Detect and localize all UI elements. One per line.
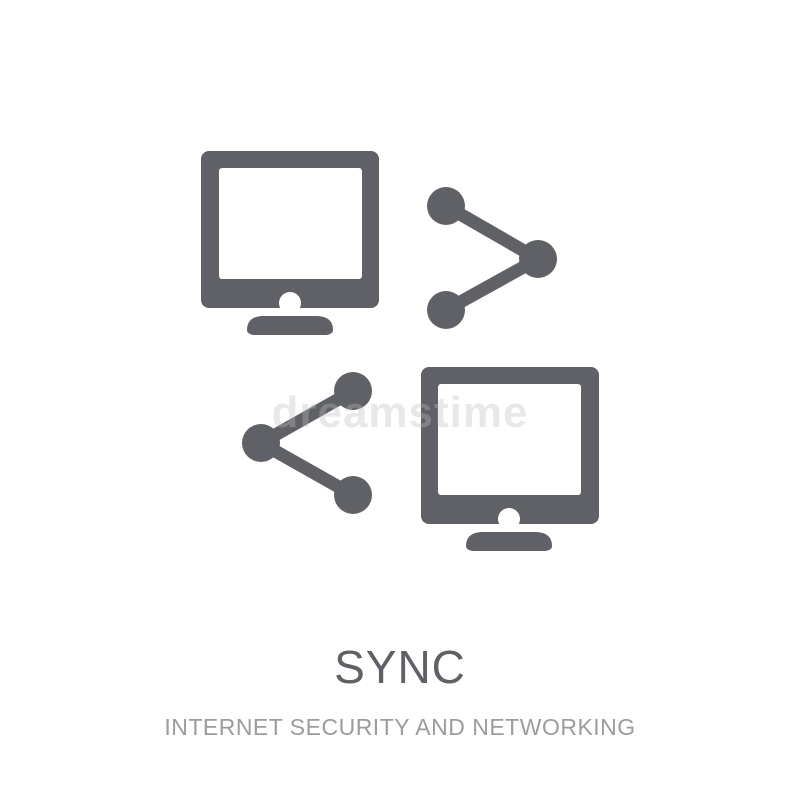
page-title: SYNC	[334, 641, 466, 693]
sync-icon	[201, 151, 599, 551]
monitor-icon-bottom	[421, 367, 599, 551]
watermark-logo: dreamstime	[271, 388, 529, 437]
share-arrow-right-icon	[427, 187, 557, 329]
share-arrow-left-icon	[242, 372, 372, 514]
monitor-icon-top	[201, 151, 379, 335]
page-subtitle: INTERNET SECURITY AND NETWORKING	[164, 714, 636, 740]
